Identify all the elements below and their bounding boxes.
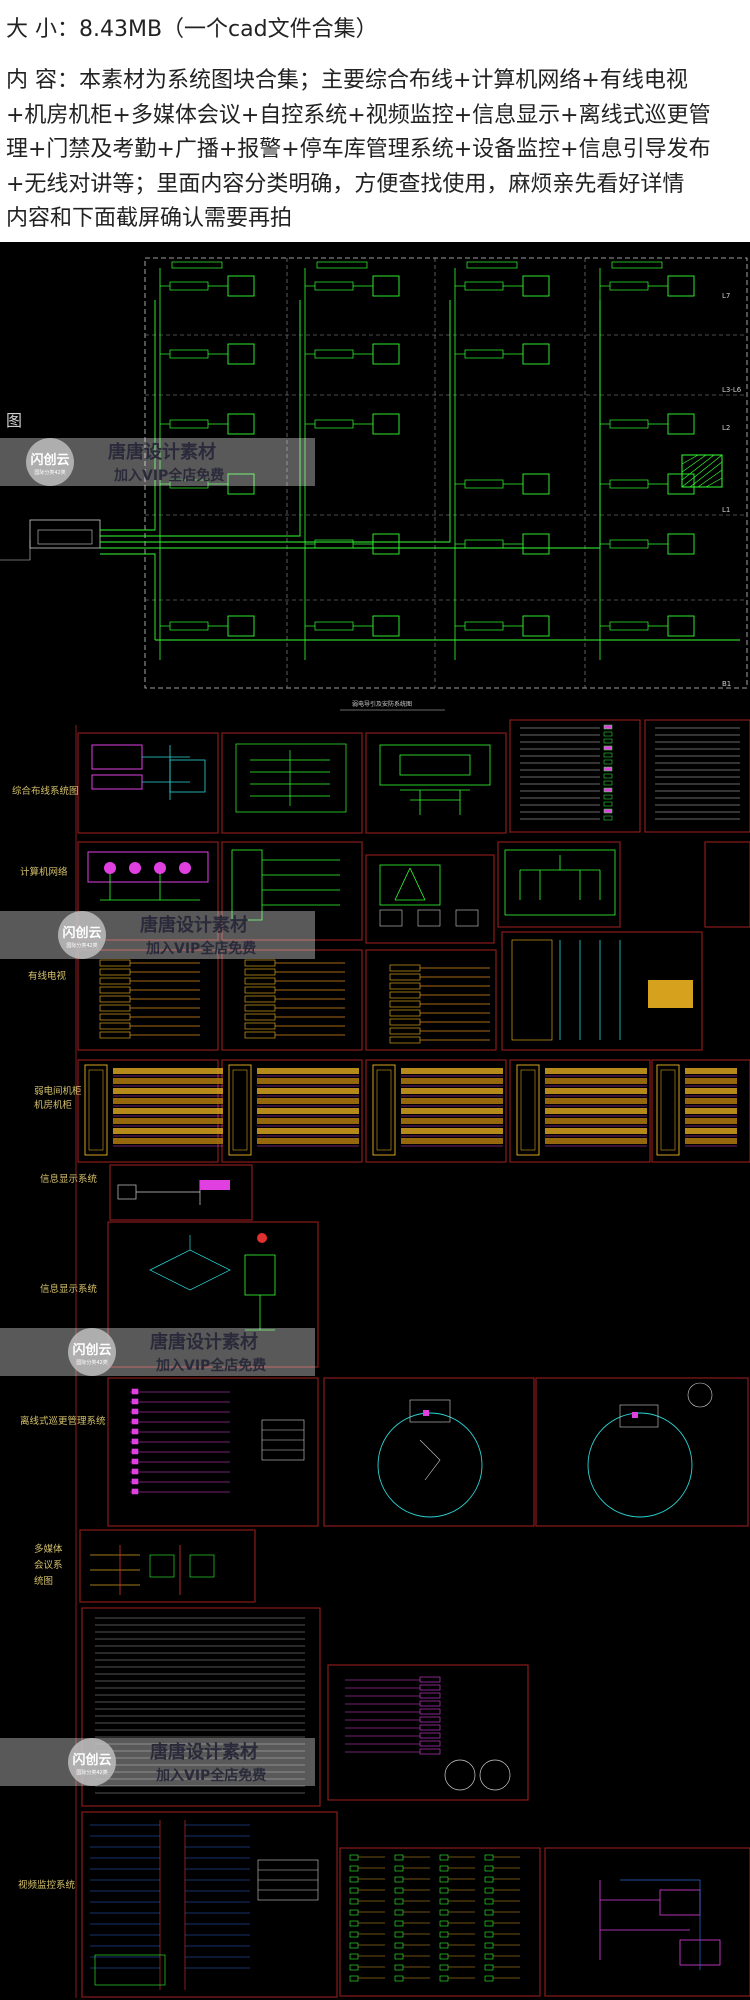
section-label-info-display: 信息显示系统 [40,1173,98,1185]
network-thumbnails [87,849,616,927]
content-line: +无线对讲等；里面内容分类明确，方便查找使用，麻烦亲先看好详情 [6,171,685,197]
catv-thumbnails [99,939,693,1044]
cad-preview-image: L7 L3-L6 L2 L1 B1 图 弱电导引及安防系统图 [0,242,750,2000]
patrol-thumbnails [130,1382,713,1518]
floor-label: L1 [722,506,730,514]
riser-equipment [159,261,695,660]
content-line: +机房机柜+多媒体会议+自控系统+视频监控+信息显示+离线式巡更管 [6,102,711,128]
section-label-cabinet: 弱电间机柜 [34,1085,82,1097]
watermark-band [0,911,315,959]
section-label-network: 计算机网络 [20,866,68,878]
section-label-multimedia: 会议系 [34,1559,63,1571]
cabling-thumbnails [91,724,740,821]
watermark-band [0,1328,315,1376]
watermark-badge [68,1328,116,1376]
section-label-patrol: 离线式巡更管理系统 [20,1415,106,1427]
watermark-badge-sub: 国际分类42类 [66,942,97,949]
riser-side-label: 图 [6,411,22,430]
file-size-line: 大 小：8.43MB（一个cad文件合集） [6,17,378,42]
section-label-info-display: 信息显示系统 [40,1283,98,1295]
watermark-subtitle: 加入VIP全店免费 [155,1767,266,1784]
watermark-subtitle: 加入VIP全店免费 [155,1357,266,1374]
listing-header: 大 小：8.43MB（一个cad文件合集） 内 容：本素材为系统图块合集；主要综… [0,0,750,242]
riser-diagram: L7 L3-L6 L2 L1 B1 图 [0,257,748,689]
watermark-title: 唐唐设计素材 [140,914,248,936]
section-label-cabling: 综合布线系统图 [12,785,79,797]
sheet-title: 弱电导引及安防系统图 [352,700,412,708]
content-description: 内 容：本素材为系统图块合集；主要综合布线+计算机网络+有线电视 +机房机柜+多… [6,64,748,237]
cad-drawing: L7 L3-L6 L2 L1 B1 图 弱电导引及安防系统图 [0,242,750,2000]
watermark-badge [68,1738,116,1786]
video-thumbnails [90,1820,721,1990]
section-label-video: 视频监控系统 [18,1879,76,1891]
watermark-subtitle: 加入VIP全店免费 [145,940,256,957]
watermark-title: 唐唐设计素材 [108,441,216,463]
watermark-title: 唐唐设计素材 [150,1331,258,1353]
watermark-badge-sub: 国际分类42类 [34,469,65,476]
content-line: 理+门禁及考勤+广播+报警+停车库管理系统+设备监控+信息引导发布 [6,137,711,162]
floor-label: L7 [722,292,730,300]
watermark-badge-text: 闪创云 [72,1752,111,1768]
watermark-badge-text: 闪创云 [30,452,69,468]
watermark-badge-text: 闪创云 [62,925,101,941]
floor-label: L2 [722,424,730,432]
section-label-multimedia: 统图 [34,1575,53,1587]
watermark-badge-text: 闪创云 [72,1342,111,1358]
watermark-band [0,1738,315,1786]
watermark-badge-sub: 国际分类42类 [76,1769,107,1776]
watermark-subtitle: 加入VIP全店免费 [113,467,224,484]
floor-label: L3-L6 [722,386,742,394]
multimedia-thumbnails [90,1545,511,1794]
watermark-title: 唐唐设计素材 [150,1741,258,1763]
watermark-badge-sub: 国际分类42类 [76,1359,107,1366]
watermark-badge [58,911,106,959]
floor-label: B1 [722,680,731,688]
content-line: 内容和下面截屏确认需要再拍 [6,206,293,231]
watermark-badge [26,438,74,486]
section-label-cabinet: 机房机柜 [34,1099,73,1111]
section-label-catv: 有线电视 [28,970,67,982]
info-display-thumbnails [117,1180,276,1331]
cabinet-thumbnails [84,1064,737,1156]
content-line: 内 容：本素材为系统图块合集；主要综合布线+计算机网络+有线电视 [6,68,688,93]
watermark-layer: 闪创云国际分类42类唐唐设计素材加入VIP全店免费闪创云国际分类42类唐唐设计素… [0,438,315,1786]
section-label-multimedia: 多媒体 [34,1543,63,1555]
